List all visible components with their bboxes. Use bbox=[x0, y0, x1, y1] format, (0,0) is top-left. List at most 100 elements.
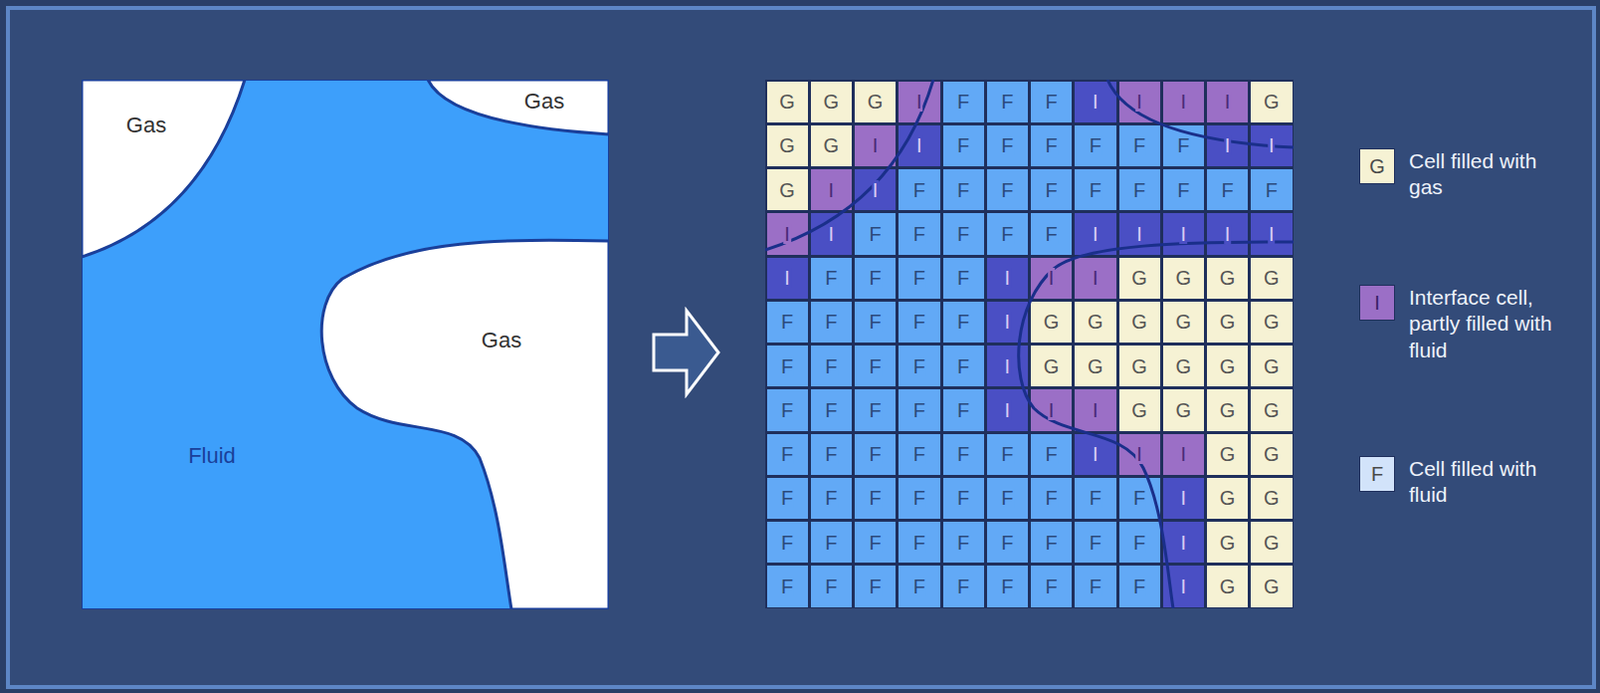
cell-letter: F bbox=[1000, 180, 1014, 200]
cell-letter: I bbox=[1180, 91, 1189, 112]
cell-letter: F bbox=[1000, 487, 1014, 508]
cell-letter: F bbox=[823, 532, 838, 553]
cell-letter: I bbox=[1091, 91, 1100, 112]
cell-letter: F bbox=[956, 180, 971, 200]
cell-letter: F bbox=[1088, 180, 1103, 200]
cell-letter: F bbox=[868, 576, 883, 597]
cell-letter: F bbox=[780, 400, 795, 420]
cell-letter: I bbox=[1267, 135, 1276, 156]
cell-letter: F bbox=[1132, 487, 1147, 508]
cell-letter: G bbox=[1130, 311, 1149, 332]
cell-letter: I bbox=[1047, 267, 1056, 288]
cell-letter: F bbox=[1000, 443, 1014, 464]
cell-letter: F bbox=[1000, 223, 1014, 244]
cell-letter: F bbox=[912, 487, 927, 508]
cell-letter: G bbox=[1086, 311, 1105, 332]
cell-letter: F bbox=[912, 311, 927, 332]
cell-letter: F bbox=[1176, 180, 1191, 200]
cell-letter: F bbox=[823, 311, 838, 332]
arrow-symbol bbox=[650, 306, 723, 399]
cell-letter: G bbox=[1130, 356, 1149, 377]
cell-letter: G bbox=[1130, 400, 1149, 420]
cell-letter: I bbox=[1180, 576, 1189, 597]
cell-letter: G bbox=[1218, 532, 1237, 553]
cell-letter: F bbox=[1044, 135, 1059, 156]
cell-letter: G bbox=[1175, 267, 1194, 288]
cell-letter: F bbox=[1220, 180, 1235, 200]
cell-letter: F bbox=[1088, 135, 1103, 156]
cell-letter: F bbox=[868, 532, 883, 553]
cell-letter: I bbox=[827, 180, 836, 200]
legend-item: GCell filled with gas bbox=[1359, 148, 1559, 201]
cell-letter: G bbox=[1262, 400, 1281, 420]
cell-letter: I bbox=[1223, 223, 1232, 244]
legend-item: FCell filled with fluid bbox=[1359, 455, 1559, 509]
cell-letter: F bbox=[956, 356, 971, 377]
cell-letter: G bbox=[1175, 356, 1194, 377]
cell-letter: I bbox=[1180, 487, 1189, 508]
fluid-label: Fluid bbox=[188, 442, 236, 469]
cell-letter: F bbox=[780, 576, 795, 597]
cell-letter: F bbox=[1088, 487, 1103, 508]
cell-letter: F bbox=[956, 532, 971, 553]
cell-letter: F bbox=[912, 443, 927, 464]
cell-letter: F bbox=[956, 400, 971, 420]
cell-letter: G bbox=[1218, 400, 1237, 420]
cell-letter: F bbox=[1132, 532, 1147, 553]
cell-letter: F bbox=[912, 532, 927, 553]
cell-letter: I bbox=[1223, 91, 1232, 112]
cell-letter: G bbox=[1218, 443, 1237, 464]
cell-letter: G bbox=[1175, 311, 1194, 332]
cell-letter: G bbox=[1262, 311, 1281, 332]
cell-letter: G bbox=[866, 91, 885, 112]
cell-letter: I bbox=[1091, 443, 1100, 464]
cell-letter: F bbox=[1264, 180, 1279, 200]
cell-letter: I bbox=[1180, 532, 1189, 553]
cell-letter: G bbox=[1262, 487, 1281, 508]
cell-letter: I bbox=[1135, 91, 1144, 112]
cell-letter: I bbox=[1003, 267, 1012, 288]
cell-letter: I bbox=[1180, 223, 1189, 244]
cell-letter: G bbox=[1042, 311, 1061, 332]
cell-letter: I bbox=[871, 180, 880, 200]
gas-label: Gas bbox=[524, 88, 565, 115]
cell-letter: F bbox=[1000, 576, 1014, 597]
cell-letter: F bbox=[1000, 91, 1014, 112]
cell-letter: F bbox=[823, 576, 838, 597]
cell-letter: F bbox=[1088, 532, 1103, 553]
cell-letter: F bbox=[780, 532, 795, 553]
cell-letter: G bbox=[1218, 356, 1237, 377]
cell-letter: F bbox=[912, 400, 927, 420]
cell-letter: F bbox=[956, 443, 971, 464]
fluid-region-svg bbox=[81, 79, 609, 609]
cell-letter: I bbox=[1135, 223, 1144, 244]
cell-letter: G bbox=[1218, 311, 1237, 332]
cell-letter: F bbox=[956, 576, 971, 597]
swatch-letter: I bbox=[1374, 291, 1381, 315]
cell-letter: F bbox=[868, 223, 883, 244]
legend-text: Cell filled with gas bbox=[1408, 148, 1559, 201]
cell-letter: F bbox=[912, 576, 927, 597]
cell-letter: F bbox=[868, 356, 883, 377]
cell-letter: I bbox=[1091, 400, 1100, 420]
cell-letter: I bbox=[915, 135, 924, 156]
cell-letter: G bbox=[778, 180, 797, 200]
cell-letter: F bbox=[823, 267, 838, 288]
cell-letter: F bbox=[1132, 180, 1147, 200]
cell-letter: G bbox=[1262, 576, 1281, 597]
cell-letter: F bbox=[1044, 487, 1059, 508]
cell-letter: F bbox=[780, 311, 795, 332]
legend-item: IInterface cell, partly filled with flui… bbox=[1359, 284, 1559, 364]
cell-letter: I bbox=[871, 135, 880, 156]
cell-letter: F bbox=[956, 311, 971, 332]
cell-letter: G bbox=[1218, 576, 1237, 597]
interface-curves bbox=[765, 79, 1294, 608]
cell-letter: G bbox=[1175, 400, 1194, 420]
cell-letter: F bbox=[1000, 532, 1014, 553]
legend-swatch: I bbox=[1359, 284, 1396, 321]
cell-letter: G bbox=[822, 135, 841, 156]
cell-letter: F bbox=[1132, 135, 1147, 156]
cell-letter: I bbox=[915, 91, 924, 112]
cell-letter: F bbox=[780, 356, 795, 377]
cell-letter: F bbox=[1000, 135, 1014, 156]
